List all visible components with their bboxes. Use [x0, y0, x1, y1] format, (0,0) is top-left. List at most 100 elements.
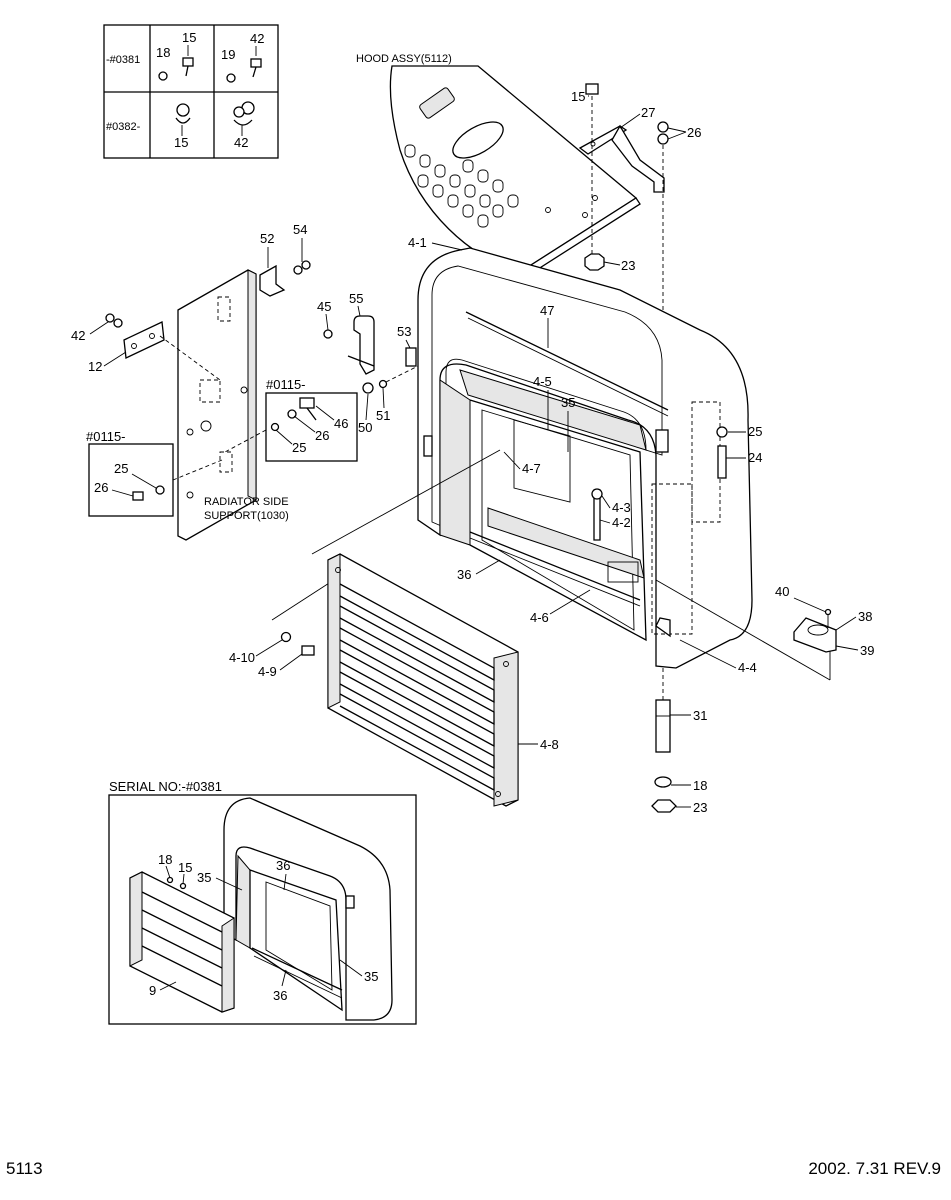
callout: 54 [293, 222, 307, 237]
nut-icon [585, 83, 599, 95]
callout: 42 [71, 328, 85, 343]
callout: 4-7 [522, 461, 541, 476]
serial-box-title: SERIAL NO:-#0381 [109, 779, 222, 794]
variant-callout: 18 [156, 45, 170, 60]
inset-callout: 18 [158, 852, 172, 867]
callout: 23 [621, 258, 635, 273]
callout: 4-10 [229, 650, 255, 665]
callout: 4-4 [738, 660, 757, 675]
bolt-icon [182, 57, 194, 67]
callout: 27 [641, 105, 655, 120]
callout: 52 [260, 231, 274, 246]
hinge-38-39 [793, 608, 837, 653]
variant-callout: 19 [221, 47, 235, 62]
callout: 4-5 [533, 374, 552, 389]
callout: 38 [858, 609, 872, 624]
serial-inset: SERIAL NO:-#0381 18 15 35 36 9 36 35 [108, 779, 417, 1025]
hood-hinge [419, 87, 455, 119]
radiator-support-label: SUPPORT(1030) [204, 510, 289, 522]
variant-callout: 42 [250, 31, 264, 46]
callout: 4-9 [258, 664, 277, 679]
pin-31 [655, 699, 671, 753]
radiator-side-support: RADIATOR SIDE SUPPORT(1030) [177, 269, 289, 541]
clip-nut-icon [176, 103, 190, 117]
callout: 36 [457, 567, 471, 582]
washer-icon [158, 71, 168, 81]
variant-row1-label: -#0381 [106, 54, 140, 66]
detail-box-1: #0115- 46 26 25 [224, 377, 358, 462]
detail-callout: 26 [94, 480, 108, 495]
washer-icon [226, 73, 236, 83]
callout: 23 [693, 800, 707, 815]
inset-callout: 36 [276, 858, 290, 873]
detail-box-title: #0115- [266, 377, 306, 392]
latch-bracket-hardware [578, 83, 669, 430]
callout: 4-2 [612, 515, 631, 530]
callout: 26 [687, 125, 701, 140]
inset-callout: 36 [273, 988, 287, 1003]
bolt-icon [299, 397, 315, 409]
detail-box-title: #0115- [86, 429, 126, 444]
pin-stack [651, 668, 677, 813]
callout: 18 [693, 778, 707, 793]
page-number: 5113 [6, 1159, 43, 1178]
callout: 25 [748, 424, 762, 439]
callout-labels: 15 27 26 23 4-1 52 54 42 12 45 55 53 47 … [71, 89, 874, 815]
washer-25 [716, 426, 728, 438]
callout: 55 [349, 291, 363, 306]
callout: 53 [397, 324, 411, 339]
callout: 4-1 [408, 235, 427, 250]
bolt-icon [132, 491, 144, 501]
callout: 15 [571, 89, 585, 104]
grille-louvers [339, 583, 495, 792]
bolt-4-9 [301, 645, 315, 656]
radiator-housing [417, 247, 831, 681]
inset-callout: 35 [364, 969, 378, 984]
nut-4-3 [591, 488, 603, 500]
block-53 [405, 347, 417, 367]
latch-bracket [578, 125, 628, 155]
detail-box-2: #0115- 25 26 [86, 429, 223, 517]
callout: 50 [358, 420, 372, 435]
detail-callout: 25 [114, 461, 128, 476]
variant-callout: 15 [174, 135, 188, 150]
seal-36 [469, 531, 641, 601]
callout: 31 [693, 708, 707, 723]
variant-row2-label: #0382- [106, 121, 141, 133]
callout: 24 [748, 450, 762, 465]
inset-callout: 35 [197, 870, 211, 885]
washer-4-10 [280, 631, 292, 643]
hood-cover-plate [452, 121, 504, 159]
nut-icon [584, 253, 605, 271]
callout: 51 [376, 408, 390, 423]
nut-icon [657, 121, 669, 133]
callout: 4-8 [540, 737, 559, 752]
nut-23 [651, 799, 677, 813]
callout: 35 [561, 395, 575, 410]
grille-4-8 [280, 553, 519, 807]
handle-55 [353, 315, 375, 375]
radiator-support-label: RADIATOR SIDE [204, 496, 289, 508]
bracket-52 [259, 260, 311, 297]
detail-callout: 46 [334, 416, 348, 431]
detail-callout: 26 [315, 428, 329, 443]
variant-callout: 15 [182, 30, 196, 45]
variant-callout: 42 [234, 135, 248, 150]
callout: 40 [775, 584, 789, 599]
strip-47 [465, 311, 669, 411]
callout: 12 [88, 359, 102, 374]
inset-callout: 15 [178, 860, 192, 875]
page-date-revision: 2002. 7.31 REV.9 [808, 1159, 941, 1178]
hood-assembly: HOOD ASSY(5112) [356, 53, 641, 279]
callout: 39 [860, 643, 874, 658]
callout: 4-6 [530, 610, 549, 625]
washer-18 [654, 776, 672, 788]
variant-table: -#0381 #0382- 18 15 19 42 15 42 [103, 24, 279, 159]
inset-callout: 9 [149, 983, 156, 998]
callout: 45 [317, 299, 331, 314]
bolt-icon [250, 58, 262, 68]
detail-callout: 25 [292, 440, 306, 455]
callout: 4-3 [612, 500, 631, 515]
